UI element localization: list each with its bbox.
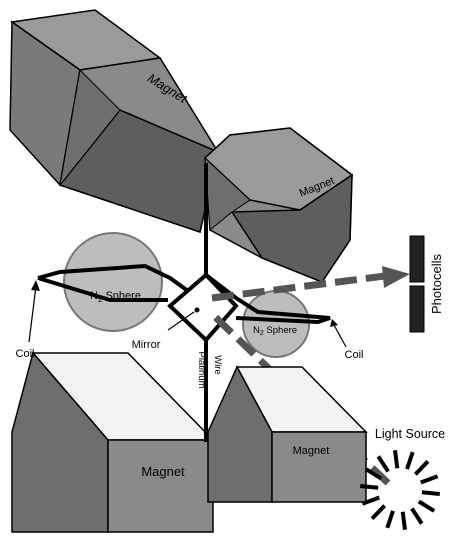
light-ray [405, 451, 415, 470]
mirror-label: Mirror [132, 339, 161, 351]
light-ray [410, 507, 424, 525]
light-beam-reflected [211, 272, 386, 302]
coil-right-label: Coil [345, 349, 364, 361]
photocells: Photocells [409, 235, 444, 333]
photocells-label: Photocells [429, 254, 444, 314]
light-ray [417, 499, 436, 513]
light-ray [376, 455, 390, 473]
light-ray [421, 490, 441, 496]
coil-left-label: Coil [16, 348, 35, 360]
light-ray [413, 460, 430, 476]
light-ray [420, 474, 439, 485]
light-ray [400, 511, 407, 530]
light-ray [361, 495, 380, 506]
coil-right-annotation: Coil [330, 319, 363, 361]
magnet-bottom-left-label: Magnet [141, 464, 185, 479]
light-ray [364, 467, 383, 481]
magnet-top-left: Magnet [9, 9, 219, 233]
light-ray [370, 504, 387, 520]
light-source [359, 450, 441, 530]
light-beam-arrowhead [382, 266, 410, 288]
n2-sphere-right: N2 Sphere [242, 290, 310, 358]
magnet-bottom-left: Magnet [11, 351, 215, 533]
light-source-label: Light Source [375, 427, 445, 441]
mirror-annotation: Mirror [132, 311, 195, 351]
n2-sphere-right-label: N2 Sphere [253, 325, 297, 337]
light-ray [359, 484, 379, 490]
magnet-bottom-right: Magnet [207, 365, 368, 503]
coil-left-annotation: Coil [16, 280, 40, 360]
light-ray [393, 450, 400, 469]
magnet-bottom-right-label: Magnet [293, 445, 330, 457]
magnet-top-right: Magnet [203, 127, 354, 283]
wire-label: Wire [212, 355, 223, 375]
n2-sphere-left: N2 Sphere [63, 232, 163, 332]
light-ray [385, 510, 395, 529]
platinum-label: Platinum [196, 352, 207, 389]
